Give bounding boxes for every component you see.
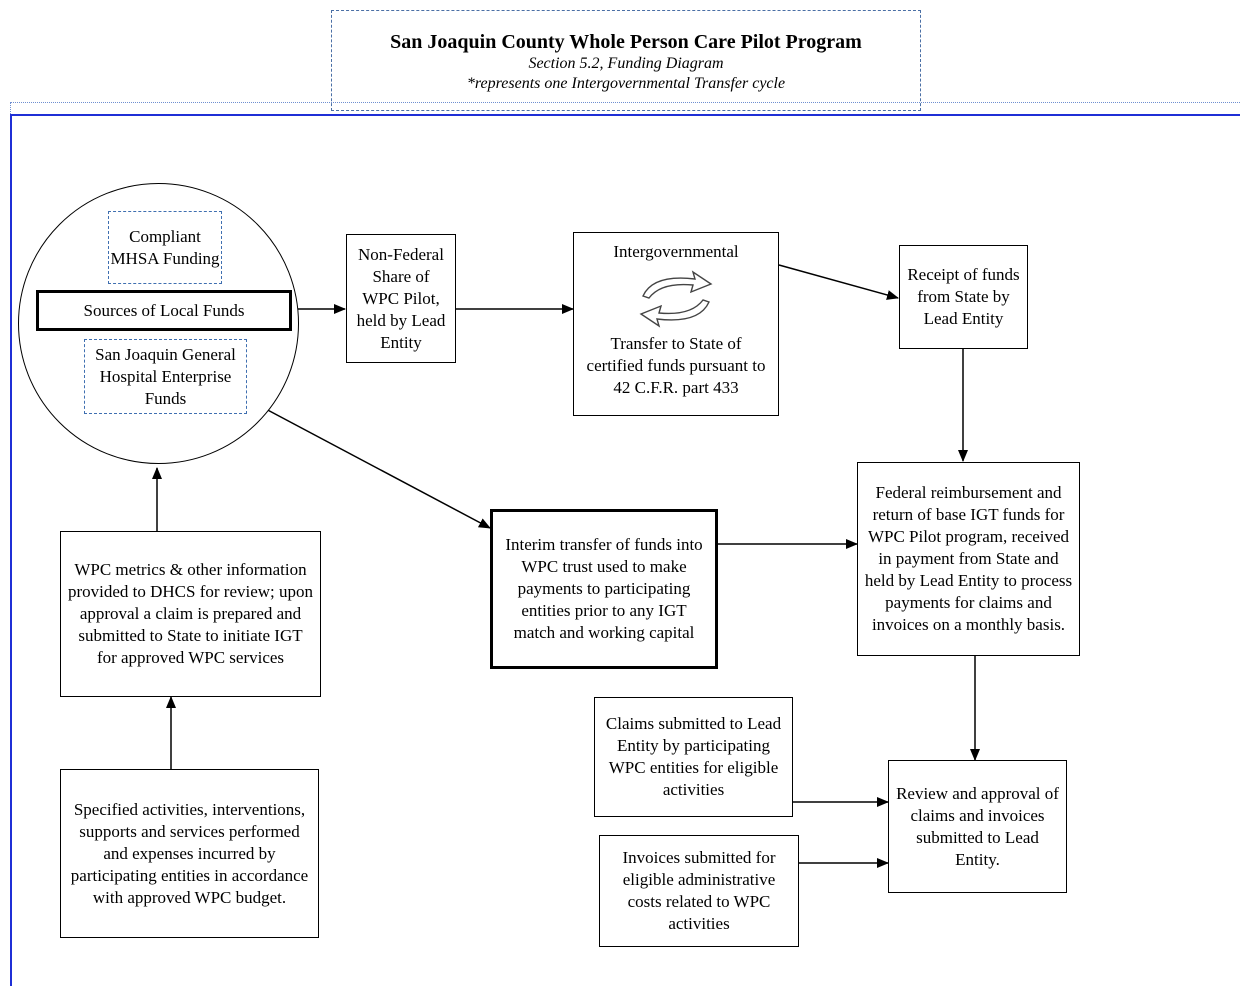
interim-transfer-box: Interim transfer of funds into WPC trust…: [490, 509, 718, 669]
diagram-subtitle: Section 5.2, Funding Diagram: [528, 55, 724, 72]
diagram-title: San Joaquin County Whole Person Care Pil…: [390, 31, 862, 53]
compliant-mhsa-box: Compliant MHSA Funding: [108, 211, 222, 284]
specified-activities-box: Specified activities, interventions, sup…: [60, 769, 319, 938]
cycle-arrows-icon: [584, 269, 768, 329]
intergovernmental-transfer-box: Intergovernmental Transfer to State of c…: [573, 232, 779, 416]
invoices-submitted-box: Invoices submitted for eligible administ…: [599, 835, 799, 947]
wpc-metrics-box: WPC metrics & other information provided…: [60, 531, 321, 697]
sjgh-enterprise-funds-box: San Joaquin General Hospital Enterprise …: [84, 339, 247, 414]
diagram-note: *represents one Intergovernmental Transf…: [466, 75, 786, 92]
federal-reimbursement-box: Federal reimbursement and return of base…: [857, 462, 1080, 656]
diagram-title-box: San Joaquin County Whole Person Care Pil…: [331, 10, 921, 111]
arrow-igt-to-receipt: [778, 264, 899, 300]
sources-local-funds-box: Sources of Local Funds: [36, 290, 292, 331]
igt-body: Transfer to State of certified funds pur…: [586, 334, 766, 397]
frame-dotted-border: [10, 102, 1240, 116]
arrow-circle-to-interim: [261, 406, 491, 529]
frame-left-border: [10, 114, 12, 986]
claims-submitted-box: Claims submitted to Lead Entity by parti…: [594, 697, 793, 817]
review-approval-box: Review and approval of claims and invoic…: [888, 760, 1067, 893]
igt-title: Intergovernmental: [613, 242, 739, 261]
frame-top-border: [10, 114, 1240, 116]
receipt-of-funds-box: Receipt of funds from State by Lead Enti…: [899, 245, 1028, 349]
non-federal-share-box: Non-Federal Share of WPC Pilot, held by …: [346, 234, 456, 363]
